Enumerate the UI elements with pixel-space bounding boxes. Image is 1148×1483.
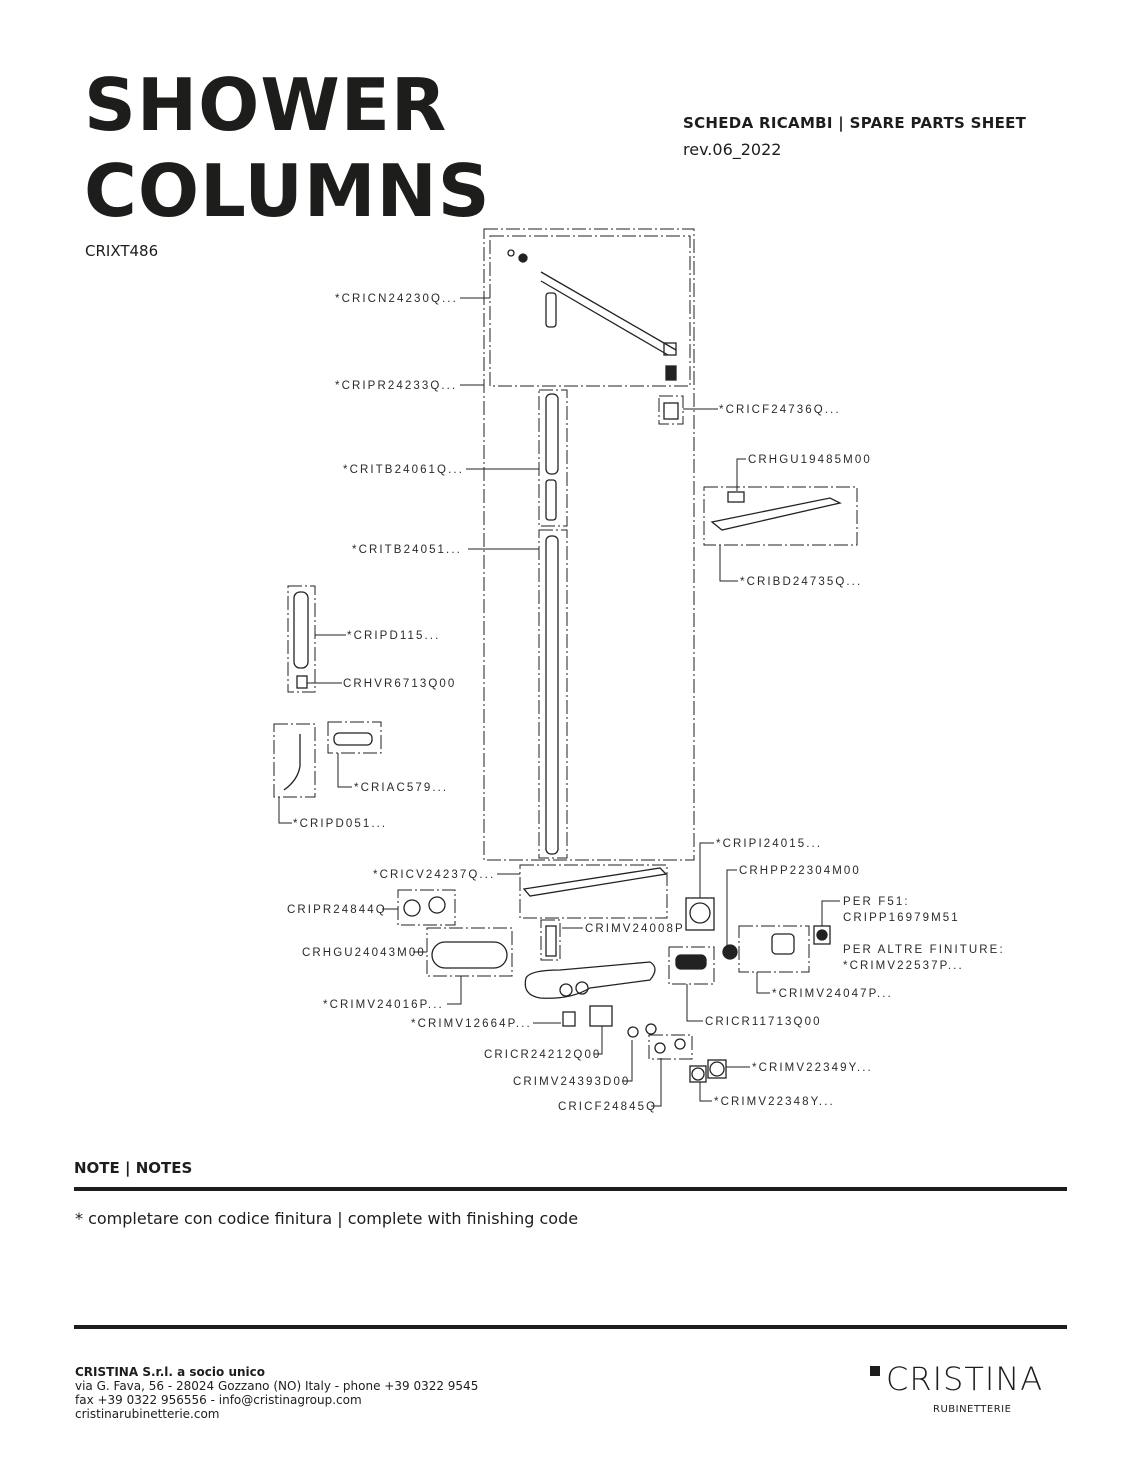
part-label: CRICR24212Q00: [484, 1049, 602, 1061]
address: via G. Fava, 56 - 28024 Gozzano (NO) Ita…: [75, 1379, 479, 1393]
part-label: *CRIPI24015...: [716, 838, 823, 850]
part-label: CRIPP16979M51: [843, 912, 960, 924]
part-label: *CRIPR24233Q...: [335, 380, 458, 392]
brand-logo: CRISTINA: [870, 1360, 1043, 1398]
company-name: CRISTINA S.r.l. a socio unico: [75, 1365, 265, 1379]
sheet-title: SCHEDA RICAMBI | SPARE PARTS SHEET: [683, 114, 1027, 132]
title-line-2: COLUMNS: [84, 149, 491, 233]
part-label: *CRICN24230Q...: [335, 293, 458, 305]
group-boxes: [273, 228, 858, 1060]
part-label: PER F51:: [843, 896, 910, 908]
notes-text: * completare con codice finitura | compl…: [75, 1209, 579, 1228]
part-label: CRICF24845Q: [558, 1101, 658, 1113]
part-label: *CRIPD115...: [347, 630, 441, 642]
part-label: *CRIMV22537P...: [843, 960, 964, 972]
parts: [283, 249, 842, 1083]
revision: rev.06_2022: [683, 140, 782, 159]
part-label: CRHVR6713Q00: [343, 678, 457, 690]
part-label: CRICR11713Q00: [705, 1016, 822, 1028]
product-code: CRIXT486: [85, 242, 159, 260]
part-label: *CRIBD24735Q...: [740, 576, 863, 588]
part-label: *CRIAC579...: [354, 782, 449, 794]
part-label: CRIMV24393D00: [513, 1076, 631, 1088]
logo-square-icon: [870, 1366, 880, 1376]
part-label: CRHPP22304M00: [739, 865, 861, 877]
part-label: PER ALTRE FINITURE:: [843, 944, 1005, 956]
part-label: *CRICF24736Q...: [719, 404, 841, 416]
logo-text: CRISTINA: [886, 1360, 1044, 1398]
leader-lines: [278, 297, 840, 1107]
website: cristinarubinetterie.com: [75, 1407, 220, 1421]
divider: [74, 1325, 1067, 1329]
part-label: *CRIMV22349Y...: [752, 1062, 873, 1074]
part-label: *CRIMV24016P...: [323, 999, 444, 1011]
part-label: *CRICV24237Q...: [373, 869, 496, 881]
title-line-1: SHOWER: [84, 63, 448, 147]
logo-subtitle: RUBINETTERIE: [933, 1404, 1012, 1415]
part-label: *CRIMV12664P...: [411, 1018, 532, 1030]
notes-heading: NOTE | NOTES: [74, 1159, 193, 1177]
part-label: *CRITB24051...: [352, 544, 462, 556]
divider: [74, 1187, 1067, 1191]
footer-contact: CRISTINA S.r.l. a socio unico via G. Fav…: [75, 1365, 478, 1421]
part-label: *CRIMV24047P...: [772, 988, 893, 1000]
part-label: *CRIPD051...: [293, 818, 388, 830]
part-label: *CRITB24061Q...: [343, 464, 464, 476]
part-label: CRIPR24844Q: [287, 904, 387, 916]
contact: fax +39 0322 956556 - info@cristinagroup…: [75, 1393, 362, 1407]
part-label: *CRIMV22348Y...: [714, 1096, 835, 1108]
part-label: CRIMV24008P: [585, 923, 685, 935]
part-label: CRHGU19485M00: [748, 454, 872, 466]
part-label: CRHGU24043M00: [302, 947, 426, 959]
